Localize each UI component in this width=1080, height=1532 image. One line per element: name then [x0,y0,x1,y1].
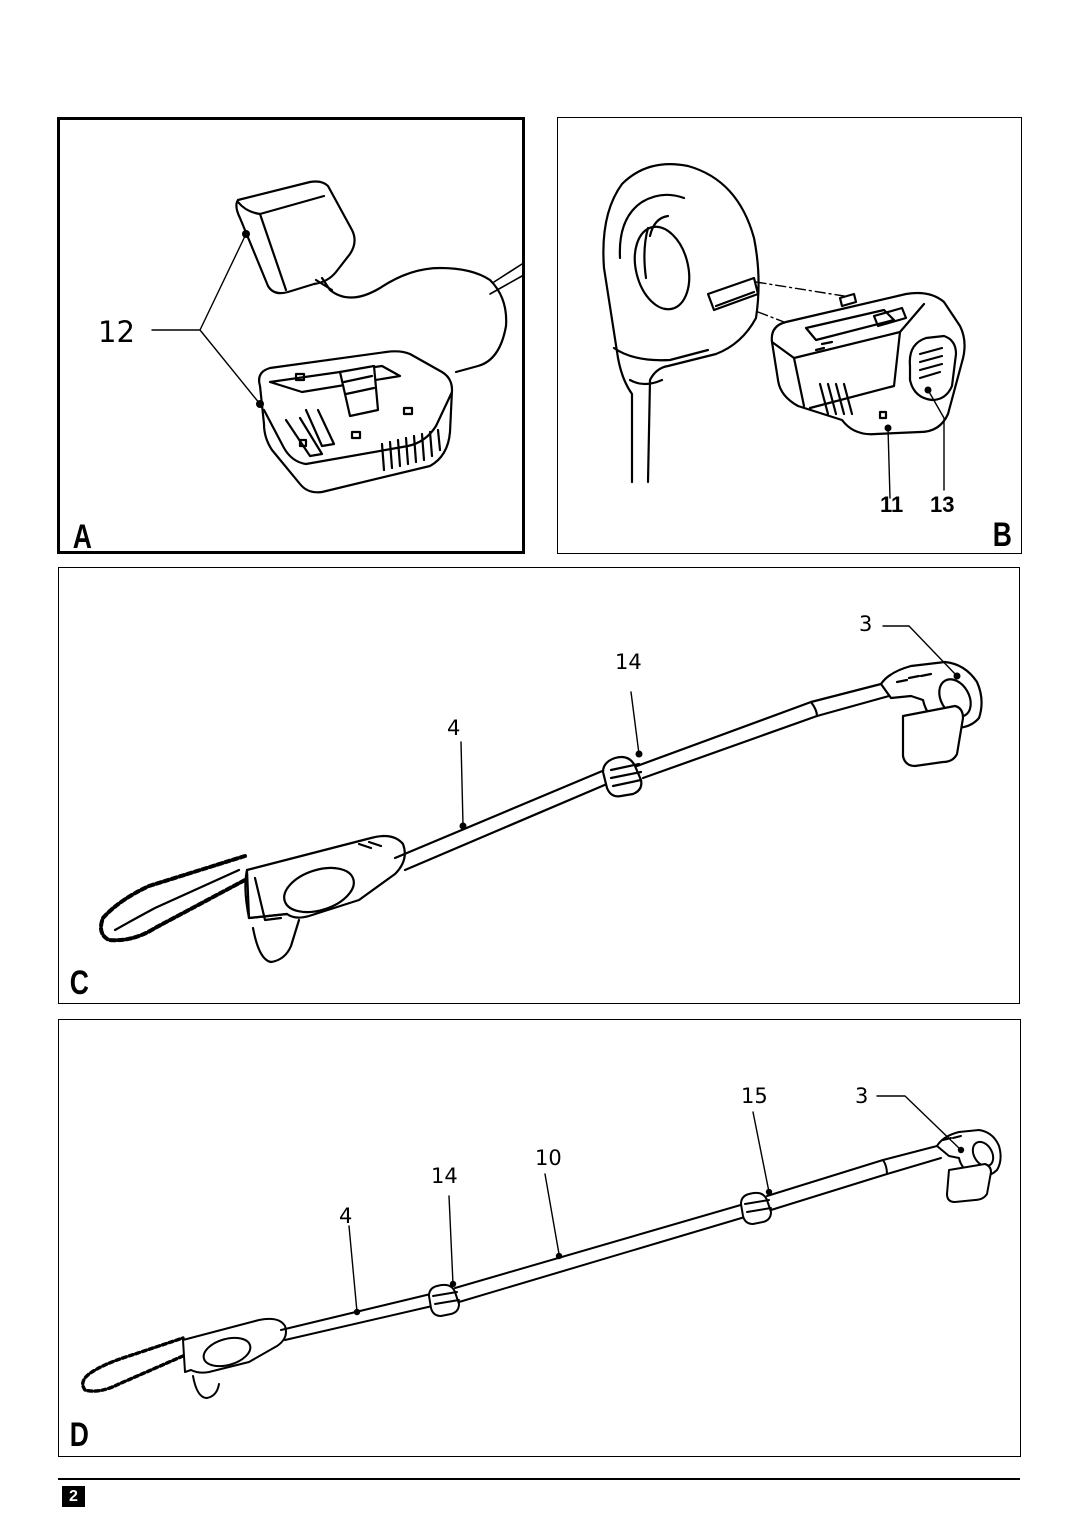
callout-rear-handle-number: 3 [859,612,873,636]
callout-tube-number: 4 [447,716,461,740]
figure-a-panel: 12 A [57,117,525,554]
figure-b-panel: 11 13 B [557,117,1022,554]
pole-saw-illustration [99,625,983,964]
figure-d-letter: D [69,1416,89,1454]
callout-battery-number: 11 [880,492,904,517]
figure-c-letter: C [69,964,89,1002]
page-number: 2 [62,1486,85,1507]
callout-rear-handle-number: 3 [855,1084,869,1108]
callout-tube-number: 4 [339,1204,353,1228]
footer-rule [58,1478,1020,1480]
charger-illustration [151,180,523,494]
callout-upper-collar-number: 15 [741,1084,768,1108]
figure-d-panel: 3 15 10 14 4 D [58,1019,1021,1457]
figure-b-letter: B [992,516,1012,554]
callout-collar-number: 14 [615,650,642,674]
extended-pole-saw-illustration [81,1095,1002,1399]
callout-lower-collar-number: 14 [431,1164,458,1188]
callout-extension-tube-number: 10 [535,1146,562,1170]
battery-insertion-illustration [602,163,966,499]
callout-charger-number: 12 [98,315,135,349]
callout-release-button-number: 13 [930,492,955,517]
figure-c-panel: 3 14 4 C [58,567,1020,1004]
figure-a-letter: A [72,518,92,556]
